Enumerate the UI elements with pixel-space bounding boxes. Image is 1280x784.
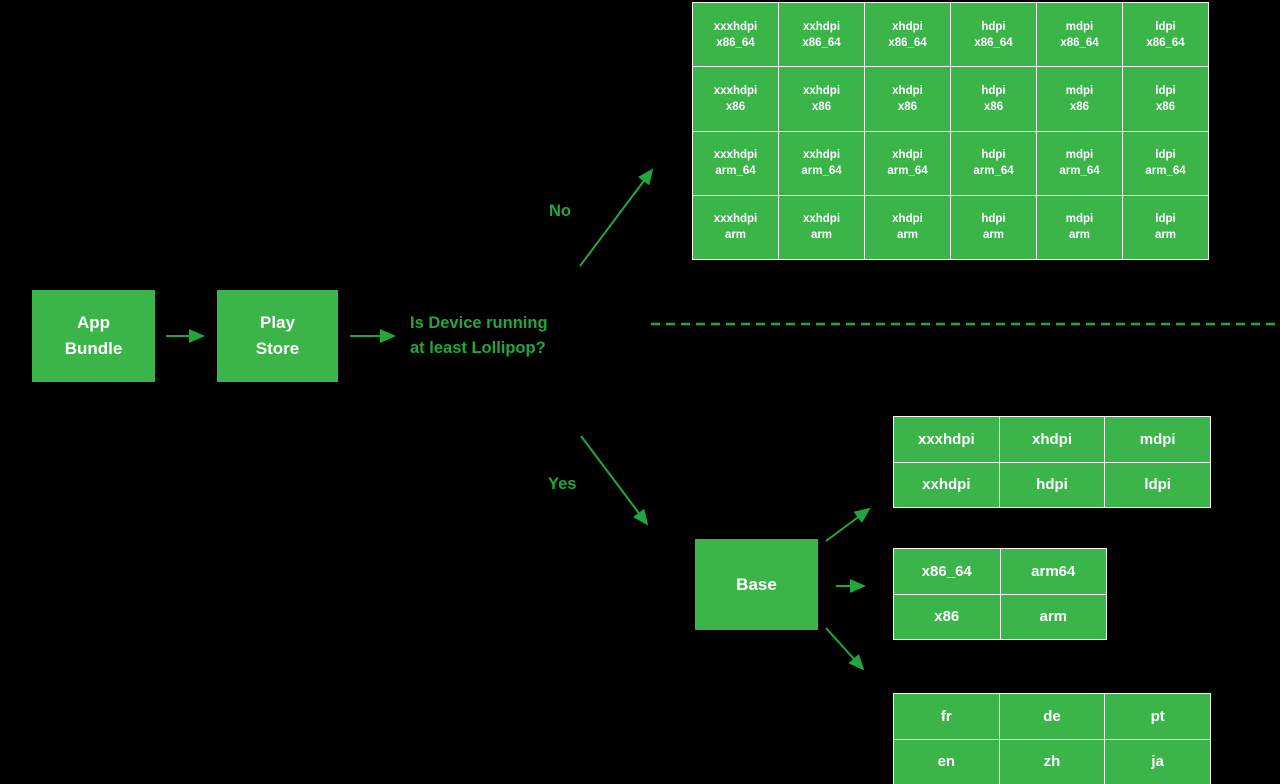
density-cell: mdpi bbox=[1105, 417, 1210, 462]
apk-cell: mdpi x86_64 bbox=[1037, 3, 1122, 67]
lollipop-question-label: Is Device running at least Lollipop? bbox=[410, 314, 548, 357]
language-cell: ja bbox=[1105, 739, 1210, 784]
density-cell: xhdpi bbox=[999, 417, 1105, 462]
apk-cell: xxxhdpi x86_64 bbox=[693, 3, 778, 67]
language-cell: fr bbox=[894, 694, 999, 739]
language-cell: en bbox=[894, 739, 999, 784]
apk-cell: xhdpi x86 bbox=[865, 67, 950, 131]
apk-cell: xhdpi arm bbox=[865, 195, 950, 259]
apk-cell: xxxhdpi arm bbox=[693, 195, 778, 259]
no-branch-label: No bbox=[549, 202, 571, 220]
apk-cell: hdpi arm_64 bbox=[951, 131, 1036, 195]
abi-split-table: x86_64 arm64 x86 arm bbox=[893, 548, 1107, 640]
app-bundle-node: App Bundle bbox=[32, 290, 155, 382]
apk-cell: ldpi x86 bbox=[1123, 67, 1208, 131]
apk-cell: hdpi x86_64 bbox=[951, 3, 1036, 67]
apk-cell: mdpi arm_64 bbox=[1037, 131, 1122, 195]
apk-cell: ldpi arm bbox=[1123, 195, 1208, 259]
apk-cell: xxhdpi x86_64 bbox=[779, 3, 864, 67]
apk-cell: xxxhdpi arm_64 bbox=[693, 131, 778, 195]
language-cell: zh bbox=[999, 739, 1105, 784]
play-store-node: Play Store bbox=[217, 290, 338, 382]
arrow-yes-branch bbox=[580, 435, 649, 526]
apk-cell: mdpi arm bbox=[1037, 195, 1122, 259]
density-cell: xxxhdpi bbox=[894, 417, 999, 462]
apk-cell: xxhdpi arm bbox=[779, 195, 864, 259]
language-split-table: fr de pt en zh ja bbox=[893, 693, 1211, 784]
abi-cell: arm64 bbox=[1000, 549, 1106, 594]
apk-cell: xxxhdpi x86 bbox=[693, 67, 778, 131]
apk-cell: mdpi x86 bbox=[1037, 67, 1122, 131]
arrow-base-to-language bbox=[825, 627, 865, 671]
arrow-base-to-density bbox=[825, 507, 871, 542]
density-cell: ldpi bbox=[1105, 462, 1210, 507]
apk-cell: xhdpi arm_64 bbox=[865, 131, 950, 195]
language-cell: de bbox=[999, 694, 1105, 739]
apk-cell: xxhdpi arm_64 bbox=[779, 131, 864, 195]
abi-cell: arm bbox=[1000, 594, 1106, 639]
abi-cell: x86_64 bbox=[894, 549, 1000, 594]
abi-cell: x86 bbox=[894, 594, 1000, 639]
apk-cell: xxhdpi x86 bbox=[779, 67, 864, 131]
apk-cell: ldpi x86_64 bbox=[1123, 3, 1208, 67]
base-node: Base bbox=[695, 539, 818, 630]
arrow-no-branch bbox=[579, 168, 654, 267]
apk-cell: hdpi arm bbox=[951, 195, 1036, 259]
apk-matrix-grid: xxxhdpi x86_64 xxhdpi x86_64 xhdpi x86_6… bbox=[692, 2, 1209, 260]
apk-cell: hdpi x86 bbox=[951, 67, 1036, 131]
yes-branch-label: Yes bbox=[548, 475, 577, 493]
density-split-table: xxxhdpi xhdpi mdpi xxhdpi hdpi ldpi bbox=[893, 416, 1211, 508]
apk-cell: xhdpi x86_64 bbox=[865, 3, 950, 67]
language-cell: pt bbox=[1105, 694, 1210, 739]
density-cell: xxhdpi bbox=[894, 462, 999, 507]
apk-cell: ldpi arm_64 bbox=[1123, 131, 1208, 195]
density-cell: hdpi bbox=[999, 462, 1105, 507]
